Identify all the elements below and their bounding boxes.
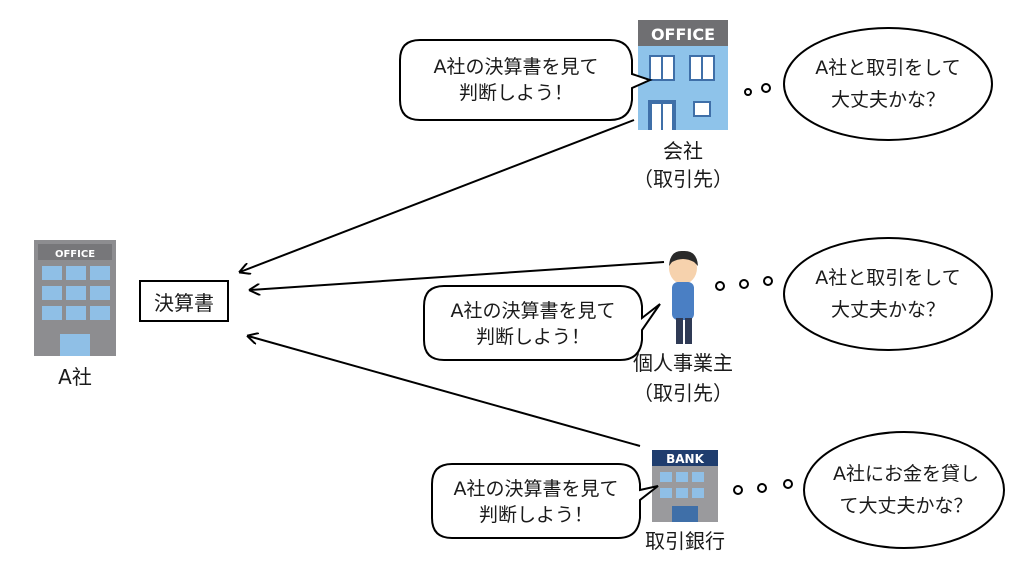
arrow-person-to-statement — [250, 261, 665, 290]
thought-bubble-office: A社と取引をして 大丈夫かな？ — [788, 52, 988, 116]
financial-statements-box: 決算書 — [139, 280, 229, 322]
speech-bubble-bank: A社の決算書を見て 判断しよう！ — [432, 476, 640, 528]
speech-line: A社の決算書を見て — [450, 300, 616, 322]
speech-line: 判断しよう！ — [475, 326, 590, 348]
thought-bubble-shape — [783, 237, 993, 351]
arrow-bank-to-statement — [248, 336, 641, 447]
company-a-building-icon: OFFICE — [34, 240, 116, 356]
thought-dot — [763, 276, 773, 286]
speech-line: A社の決算書を見て — [453, 478, 619, 500]
thought-dot — [744, 88, 752, 96]
thought-bubble-person: A社と取引をして 大丈夫かな？ — [788, 262, 988, 326]
speech-line: 判断しよう！ — [478, 504, 593, 526]
thought-dot — [715, 281, 725, 291]
speech-bubble-shape — [399, 39, 653, 121]
thought-dot — [757, 483, 767, 493]
thought-line: 大丈夫かな？ — [830, 299, 945, 321]
thought-dot — [733, 485, 743, 495]
thought-dot — [739, 279, 749, 289]
company-a-sign: OFFICE — [55, 249, 95, 260]
company-a-label: A社 — [58, 365, 92, 389]
thought-bubble-shape — [803, 431, 1005, 549]
arrow-office-to-statement — [240, 119, 635, 272]
thought-bubble-shape — [783, 27, 993, 141]
thought-line: 大丈夫かな？ — [830, 89, 945, 111]
person-icon — [669, 250, 698, 344]
speech-bubble-shape — [423, 285, 661, 361]
thought-line: A社と取引をして — [815, 57, 961, 79]
bank-sign: BANK — [666, 452, 704, 466]
speech-bubble-office: A社の決算書を見て 判断しよう！ — [400, 54, 632, 106]
thought-line: て大丈夫かな？ — [839, 495, 973, 517]
person-label-line1: 個人事業主 — [633, 351, 733, 375]
thought-dot — [761, 83, 771, 93]
office-label-line1: 会社 — [663, 139, 703, 163]
bank-label: 取引銀行 — [645, 529, 725, 553]
person-label-line2: （取引先） — [633, 381, 733, 405]
speech-line: 判断しよう！ — [458, 82, 573, 104]
office-building-icon: OFFICE — [638, 20, 728, 130]
thought-bubble-bank: A社にお金を貸し て大丈夫かな？ — [808, 458, 1004, 522]
office-sign: OFFICE — [651, 25, 715, 44]
speech-line: A社の決算書を見て — [433, 56, 599, 78]
speech-bubble-person: A社の決算書を見て 判断しよう！ — [424, 298, 642, 350]
thought-line: A社と取引をして — [815, 267, 961, 289]
bank-building-icon: BANK — [652, 450, 718, 522]
thought-dot — [783, 479, 793, 489]
office-label-line2: （取引先） — [633, 167, 733, 191]
speech-bubble-shape — [431, 463, 659, 539]
thought-line: A社にお金を貸し — [833, 463, 979, 485]
